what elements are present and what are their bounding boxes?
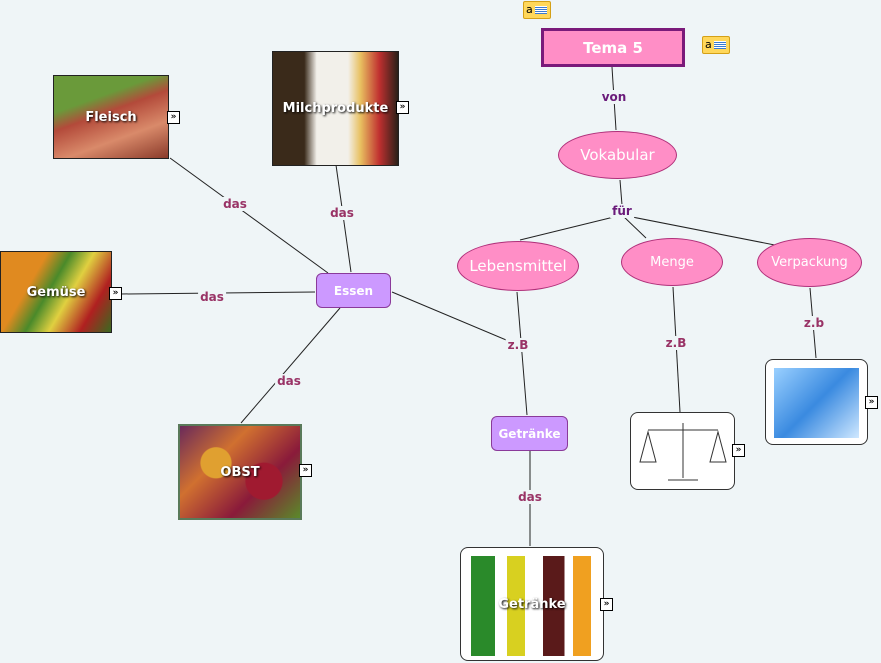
image-caption: Getränke xyxy=(498,596,566,612)
expand-icon[interactable]: » xyxy=(865,396,878,409)
note-icon[interactable]: a xyxy=(523,1,551,19)
link-label-das[interactable]: das xyxy=(221,197,249,211)
concept-verpackung[interactable]: Verpackung xyxy=(757,238,862,287)
link-label-zb[interactable]: z.B xyxy=(663,336,689,350)
link-label-das[interactable]: das xyxy=(198,290,226,304)
link-label-das[interactable]: das xyxy=(275,374,303,388)
image-node-fleisch[interactable]: Fleisch xyxy=(53,75,169,159)
concept-vokabular[interactable]: Vokabular xyxy=(558,131,677,179)
packaging-picture xyxy=(774,368,859,438)
image-node-obst[interactable]: OBST xyxy=(178,424,302,520)
expand-icon[interactable]: » xyxy=(299,464,312,477)
bottles-picture xyxy=(471,556,591,656)
concept-getraenke[interactable]: Getränke xyxy=(491,416,568,451)
image-node-gemuese[interactable]: Gemüse xyxy=(0,251,112,333)
image-caption: OBST xyxy=(220,464,260,480)
concept-lebensmittel[interactable]: Lebensmittel xyxy=(457,241,579,291)
image-node-verpackung[interactable] xyxy=(765,359,868,445)
expand-icon[interactable]: » xyxy=(732,444,745,457)
link-label-von[interactable]: von xyxy=(599,90,629,104)
note-icon[interactable]: a xyxy=(702,36,730,54)
expand-icon[interactable]: » xyxy=(396,101,409,114)
expand-icon[interactable]: » xyxy=(109,287,122,300)
image-node-milchprodukte[interactable]: Milchprodukte xyxy=(272,51,399,166)
expand-icon[interactable]: » xyxy=(167,111,180,124)
note-letter: a xyxy=(526,3,533,16)
root-concept[interactable]: Tema 5 xyxy=(541,28,685,67)
link-label-das[interactable]: das xyxy=(328,206,356,220)
link-label-fuer[interactable]: für xyxy=(610,204,634,218)
image-caption: Gemüse xyxy=(26,284,86,300)
link-label-zb[interactable]: z.B xyxy=(505,338,531,352)
link-label-das[interactable]: das xyxy=(516,490,544,504)
expand-icon[interactable]: » xyxy=(600,598,613,611)
scale-icon xyxy=(638,423,727,481)
concept-menge[interactable]: Menge xyxy=(621,238,723,286)
concept-essen[interactable]: Essen xyxy=(316,273,391,308)
note-letter: a xyxy=(705,38,712,51)
image-node-getraenke[interactable]: Getränke xyxy=(460,547,604,661)
image-caption: Fleisch xyxy=(85,109,137,125)
image-caption: Milchprodukte xyxy=(282,101,389,116)
image-node-scale[interactable] xyxy=(630,412,735,490)
link-label-zb[interactable]: z.b xyxy=(801,316,827,330)
